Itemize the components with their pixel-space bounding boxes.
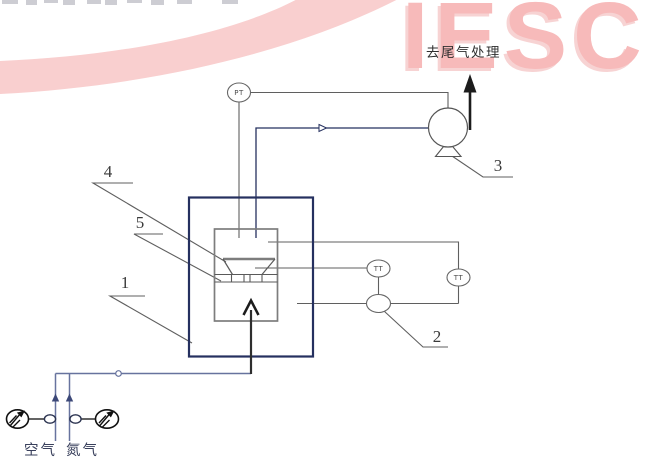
leader-line-2: [383, 310, 448, 348]
tail-gas-label: 去尾气处理: [426, 45, 501, 60]
pump-symbol: [427, 107, 469, 158]
support-grid-ticks: [230, 274, 263, 282]
tailgas-arrowhead-icon: [463, 74, 477, 93]
cutoff-text-mark: [127, 0, 142, 3]
leader-line-5: [133, 233, 222, 282]
cutoff-text-mark: [2, 0, 18, 4]
air-flow-arrow-icon: [51, 393, 60, 402]
pt-label: PT: [234, 88, 244, 97]
flow-direction-arrow-icon: [318, 123, 328, 133]
cutoff-text-mark: [105, 0, 117, 5]
junction-bubble: [365, 293, 392, 314]
feed-piping: [54, 370, 251, 441]
catalyst-funnel-right-slant: [261, 258, 276, 275]
nitrogen-flow-arrow-icon: [65, 393, 74, 402]
feed-arrow: [242, 297, 260, 374]
reactor-vessel: [213, 228, 279, 322]
pt-bubble: [226, 82, 252, 103]
air-valve-icon: [43, 414, 57, 424]
ref-label-5: 5: [135, 213, 145, 232]
pump-stand: [434, 140, 463, 158]
pt-to-pump-line: [239, 91, 449, 112]
fan-arrowhead-icon: [106, 410, 115, 418]
fan-blades-icon: [98, 413, 111, 428]
cutoff-text-mark: [222, 0, 238, 4]
cutoff-text-mark: [63, 0, 75, 5]
ref-label-2: 2: [432, 327, 442, 346]
tt-right-bubble: [446, 268, 471, 287]
nitrogen-source-symbol: [69, 408, 120, 429]
ref-label-1: 1: [120, 273, 130, 292]
reactor-outlet-line: [255, 123, 445, 238]
cutoff-text-mark: [177, 0, 192, 4]
cutoff-text-mark: [151, 0, 164, 5]
pump-body: [427, 107, 469, 148]
fan-arrowhead-icon: [16, 410, 25, 418]
leader-line-4: [90, 182, 227, 263]
watermark-band-shape: [0, 0, 397, 94]
cutoff-text-mark: [87, 0, 101, 4]
outlet-pipe-path: [255, 127, 445, 238]
pipe-joint-marker: [115, 370, 122, 377]
headspace-to-tt-right-line: [268, 241, 460, 277]
tailgas-arrow: [463, 74, 477, 130]
nitrogen-valve-icon: [69, 414, 82, 424]
air-source-symbol: [5, 408, 57, 429]
catalyst-funnel-left-slant: [222, 258, 234, 275]
fan-blades-icon: [8, 413, 22, 428]
watermark-logo-text: IESC: [402, 0, 648, 89]
cutoff-text-mark: [26, 0, 37, 5]
cutoff-text-mark: [44, 0, 58, 3]
leader-line-3: [451, 155, 513, 178]
ref-label-3: 3: [493, 156, 503, 175]
air-inlet-label: 空气: [24, 443, 57, 459]
tt-right-label: TT: [453, 274, 464, 282]
instrument-bubbles: [226, 82, 471, 314]
tt-left-label: TT: [373, 265, 384, 273]
leader-line-1: [107, 295, 193, 344]
feed-arrowhead-icon: [242, 297, 260, 316]
tt-left-bubble: [366, 259, 391, 278]
ref-label-4: 4: [103, 162, 113, 181]
nitrogen-inlet-label: 氮气: [66, 443, 99, 459]
